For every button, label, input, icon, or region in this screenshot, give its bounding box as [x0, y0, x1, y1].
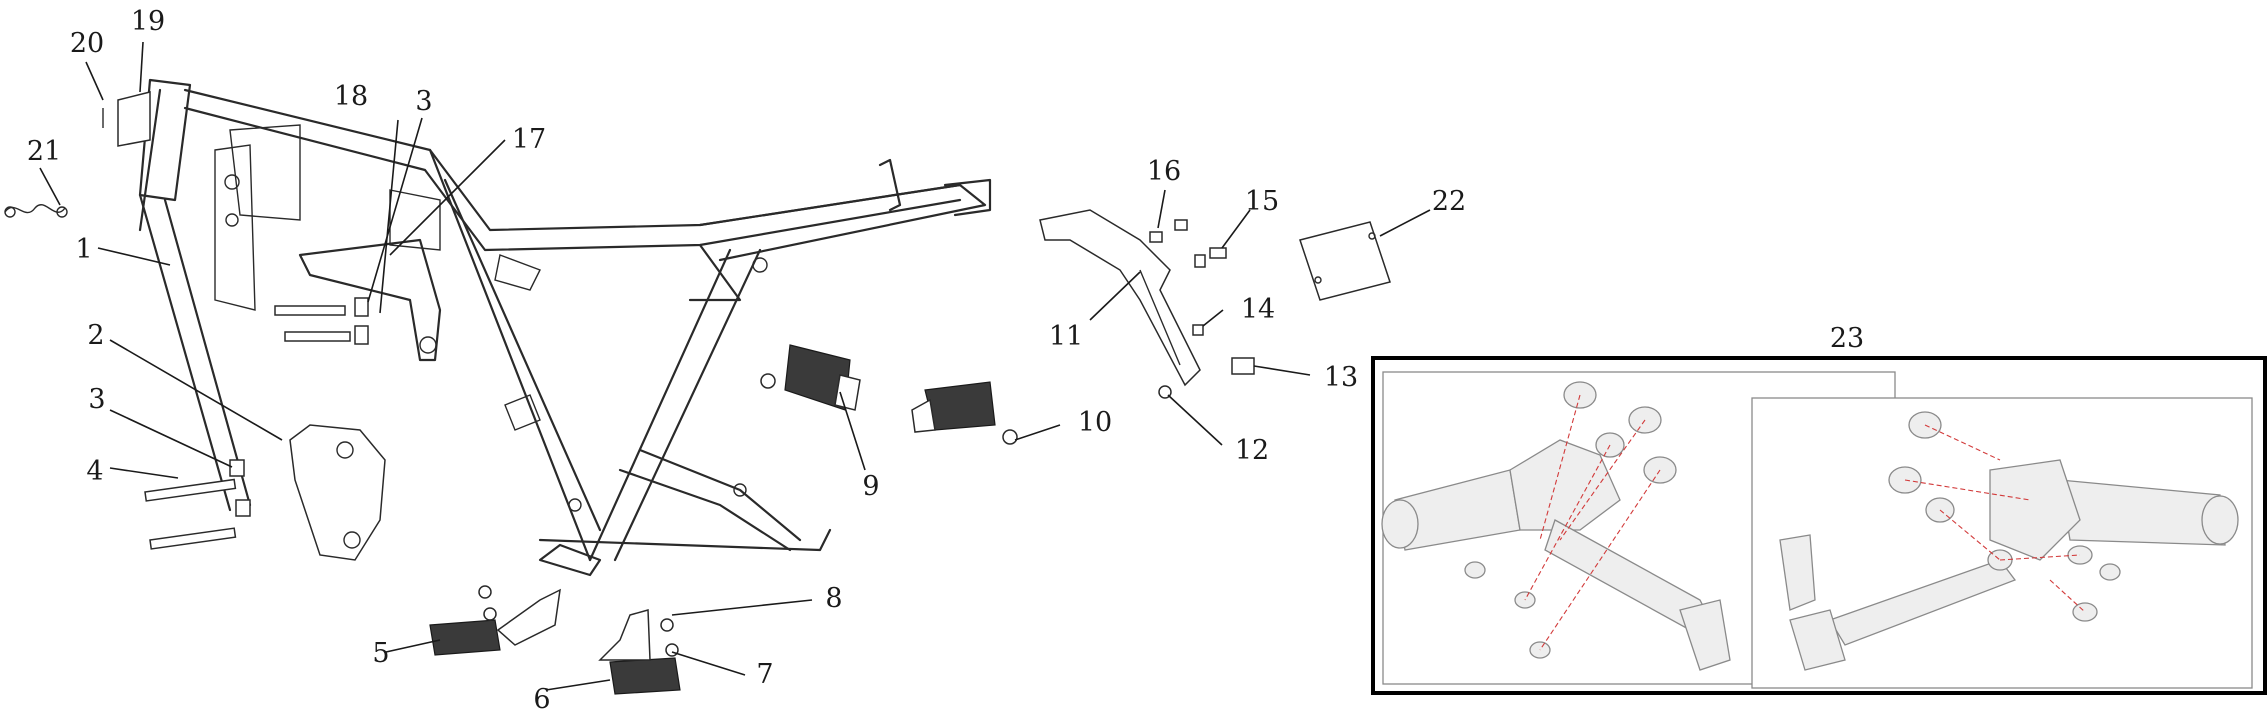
part-11-bracket	[1039, 209, 1201, 387]
part-10-footrest	[911, 381, 1018, 445]
callout-23: 23	[1830, 323, 1864, 354]
callout-13: 13	[1324, 362, 1358, 393]
callout-4: 4	[86, 456, 103, 487]
main-frame	[138, 78, 992, 577]
callout-15: 15	[1245, 186, 1279, 217]
inset-photo-left	[1381, 381, 1731, 671]
part-18-bolts	[274, 297, 369, 345]
callout-19: 19	[131, 6, 165, 37]
callout-labels: 1 2 3 4 5 6 7 8 9 10 11 12 13 14 15 16 1…	[27, 6, 1864, 715]
part-5-footrest	[429, 585, 561, 656]
callout-6: 6	[533, 684, 550, 715]
part-2-bracket	[289, 424, 386, 561]
callout-9: 9	[862, 471, 879, 502]
callout-21: 21	[27, 136, 61, 167]
callout-22: 22	[1432, 186, 1466, 217]
parts-12-16-hardware	[1149, 219, 1255, 399]
callout-20: 20	[70, 28, 104, 59]
callout-10: 10	[1078, 407, 1112, 438]
part-19-plate	[117, 91, 151, 147]
callout-11: 11	[1049, 321, 1083, 352]
callout-17: 17	[512, 124, 546, 155]
inset-photo-right	[1779, 411, 2239, 671]
callout-7: 7	[756, 659, 773, 690]
part-6-footrest	[598, 609, 681, 695]
callout-5: 5	[372, 638, 389, 669]
callout-8: 8	[825, 583, 842, 614]
callout-1: 1	[75, 234, 92, 265]
callout-16: 16	[1147, 156, 1181, 187]
callout-18: 18	[334, 81, 368, 112]
callout-14: 14	[1241, 294, 1275, 325]
callout-12: 12	[1235, 435, 1269, 466]
callout-3-lower: 3	[88, 384, 105, 415]
inset-23-rearset-photos	[1371, 356, 2267, 695]
part-9-footrest	[760, 344, 861, 411]
callout-3-upper: 3	[415, 86, 432, 117]
part-4-bolts	[144, 459, 251, 550]
part-22-plate	[1299, 221, 1391, 301]
part-21-spring	[4, 204, 68, 218]
callout-2: 2	[87, 320, 104, 351]
leader-lines	[39, 41, 1431, 691]
